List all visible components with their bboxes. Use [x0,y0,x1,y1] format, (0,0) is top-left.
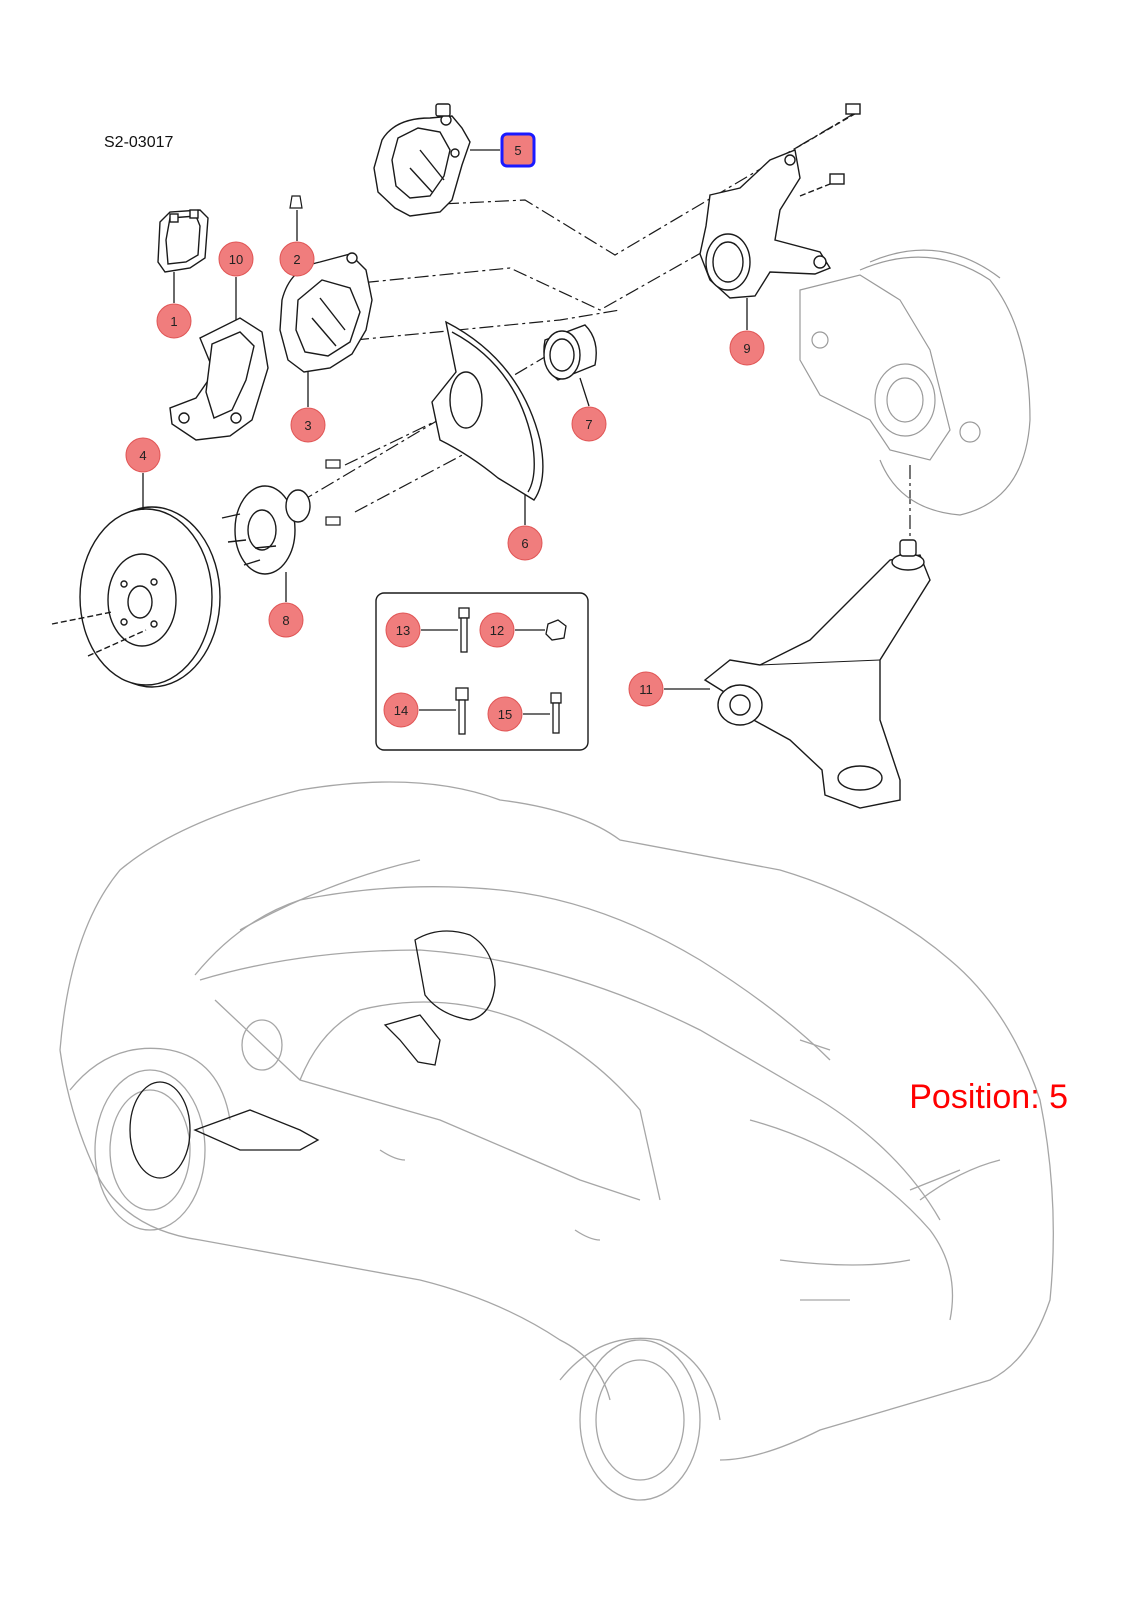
callout-label-2: 2 [293,252,300,267]
callout-2[interactable]: 2 [279,210,315,277]
cap-part-2[interactable] [289,195,303,209]
bolt-part-15[interactable] [550,692,562,734]
callout-label-14: 14 [394,703,408,718]
bolt-part-13[interactable] [458,607,470,653]
callout-marker-14[interactable] [383,692,419,728]
callout-7[interactable]: 7 [571,377,607,442]
callout-label-9: 9 [743,341,750,356]
callout-label-4: 4 [139,448,146,463]
callout-marker-8[interactable] [268,602,304,638]
callout-marker-2[interactable] [279,241,315,277]
vehicle-outline [59,781,1054,1501]
callout-marker-6[interactable] [507,525,543,561]
callout-15[interactable]: 15 [487,696,550,732]
callout-3[interactable]: 3 [290,372,326,443]
callout-10[interactable]: 10 [218,241,254,320]
caliper-bracket-part-10[interactable] [169,317,269,441]
callout-label-13: 13 [396,623,410,638]
callout-label-11: 11 [639,682,653,697]
callout-8[interactable]: 8 [268,572,304,638]
caliper-body-part-3[interactable] [279,252,373,373]
callout-marker-9[interactable] [729,330,765,366]
callout-marker-12[interactable] [479,612,515,648]
callout-marker-10[interactable] [218,241,254,277]
callout-marker-4[interactable] [125,437,161,473]
wheel-bearing-part-7[interactable] [543,324,597,381]
callout-marker-7[interactable] [571,406,607,442]
callout-marker-13[interactable] [385,612,421,648]
callout-label-1: 1 [170,314,177,329]
knuckle-assembly-ghost [799,249,1031,516]
vehicle-location-highlight [129,930,496,1179]
drawing-code: S2-03017 [104,134,174,151]
callout-marker-11[interactable] [628,671,664,707]
brake-disc-part-4[interactable] [51,506,221,688]
callout-label-12: 12 [490,623,504,638]
callout-6[interactable]: 6 [507,495,543,561]
control-arm-part-11[interactable] [703,539,931,809]
callout-12[interactable]: 12 [479,612,545,648]
caliper-part-5[interactable] [373,103,471,217]
callout-9[interactable]: 9 [729,298,765,366]
fastener-kit-frame [375,592,589,751]
callout-1[interactable]: 1 [156,272,192,339]
callout-5[interactable]: 5 [470,132,536,168]
callout-leader-7 [579,377,590,407]
brake-pads-part-1[interactable] [157,209,209,273]
fastener-kit [375,592,589,751]
callout-13[interactable]: 13 [385,612,458,648]
steering-knuckle-part-9[interactable] [699,103,861,299]
callout-label-7: 7 [585,417,592,432]
hub-part-8[interactable] [221,485,311,575]
callout-marker-5[interactable] [500,132,536,168]
callout-marker-1[interactable] [156,303,192,339]
shield-bolts [325,459,341,526]
bolt-part-14[interactable] [455,687,469,735]
callout-4[interactable]: 4 [125,437,161,510]
nut-part-12[interactable] [545,619,567,641]
callout-label-8: 8 [282,613,289,628]
callout-marker-3[interactable] [290,407,326,443]
callout-14[interactable]: 14 [383,692,456,728]
callout-marker-15[interactable] [487,696,523,732]
dust-shield-part-6[interactable] [431,320,544,501]
callout-label-15: 15 [498,707,512,722]
callout-label-3: 3 [304,418,311,433]
callout-label-10: 10 [229,252,243,267]
callout-11[interactable]: 11 [628,671,710,707]
position-label: Position: 5 [909,1078,1068,1116]
callout-label-6: 6 [521,536,528,551]
callout-label-5: 5 [514,143,521,158]
